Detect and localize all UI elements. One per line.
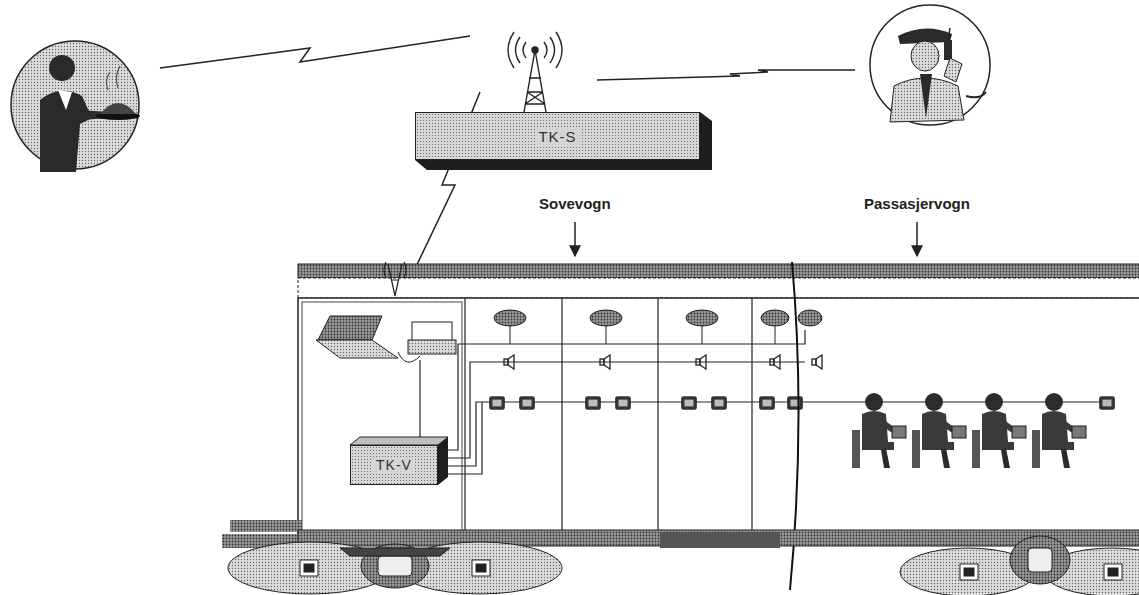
- label-arrow: [575, 222, 917, 256]
- conductor-figure: [870, 5, 990, 125]
- waiter-figure: [11, 41, 140, 172]
- railway-car: [222, 262, 1139, 590]
- antenna-tower: [508, 32, 562, 112]
- box-shadow: [415, 112, 712, 170]
- bogie: [228, 536, 1139, 595]
- box-label: TK-V: [373, 457, 415, 473]
- car-label: Sovevogn: [539, 195, 611, 212]
- radio-link: [160, 36, 855, 296]
- box-label: TK-S: [535, 128, 579, 145]
- equipment-box: TK-V: [350, 445, 438, 485]
- car-label: Passasjervogn: [864, 195, 970, 212]
- equipment-box: TK-S: [415, 112, 700, 160]
